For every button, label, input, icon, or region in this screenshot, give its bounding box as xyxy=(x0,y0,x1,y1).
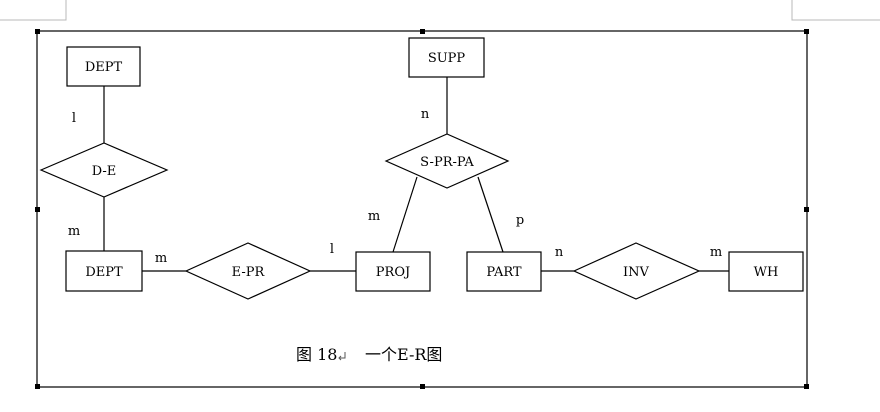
relationship-sprpa[interactable]: S-PR-PA xyxy=(384,133,510,189)
line-sprpa-part xyxy=(477,176,504,253)
entity-label: PROJ xyxy=(376,265,410,280)
entity-supp[interactable]: SUPP xyxy=(408,37,485,78)
relationship-de[interactable]: D-E xyxy=(39,142,169,198)
figure-caption: 图 18 一个E-R图 xyxy=(296,345,442,364)
cardinality-part-inv: n xyxy=(555,245,564,260)
caption-number: 图 18 xyxy=(296,345,337,364)
paragraph-mark-icon xyxy=(338,352,346,361)
relationship-label: INV xyxy=(623,265,650,280)
page-corner-marks xyxy=(0,0,880,21)
entity-label: DEPT xyxy=(85,60,123,75)
relationship-epr[interactable]: E-PR xyxy=(184,242,312,300)
entity-proj[interactable]: PROJ xyxy=(355,251,431,292)
entity-wh[interactable]: WH xyxy=(728,251,804,292)
entity-label: PART xyxy=(486,265,522,280)
entity-label: WH xyxy=(754,265,779,280)
entity-label: SUPP xyxy=(428,51,466,66)
relationship-label: D-E xyxy=(92,164,117,179)
caption-title: 一个E-R图 xyxy=(365,345,442,364)
entity-dept-bottom[interactable]: DEPT xyxy=(65,250,143,292)
entity-dept-top[interactable]: DEPT xyxy=(66,46,141,87)
cardinality-supp-sprpa: n xyxy=(421,107,430,122)
cardinality-dept-de: l xyxy=(72,111,76,126)
line-sprpa-proj xyxy=(392,176,418,253)
diagram-frame[interactable] xyxy=(35,29,809,389)
cardinality-labels: l m n m p m l n m xyxy=(68,107,722,266)
cardinality-inv-wh: m xyxy=(710,245,722,260)
relationship-inv[interactable]: INV xyxy=(572,242,701,300)
cardinality-de-dept: m xyxy=(68,224,80,239)
relationship-label: S-PR-PA xyxy=(420,155,474,170)
cardinality-sprpa-part: p xyxy=(516,213,524,228)
cardinality-sprpa-proj: m xyxy=(368,209,380,224)
cardinality-dept-epr: m xyxy=(155,251,167,266)
entity-part[interactable]: PART xyxy=(466,251,542,292)
frame-resize-handles[interactable] xyxy=(35,29,809,389)
entity-label: DEPT xyxy=(85,265,123,280)
cardinality-epr-proj: l xyxy=(330,242,334,257)
connector-lines xyxy=(103,77,729,272)
relationship-label: E-PR xyxy=(232,265,266,280)
